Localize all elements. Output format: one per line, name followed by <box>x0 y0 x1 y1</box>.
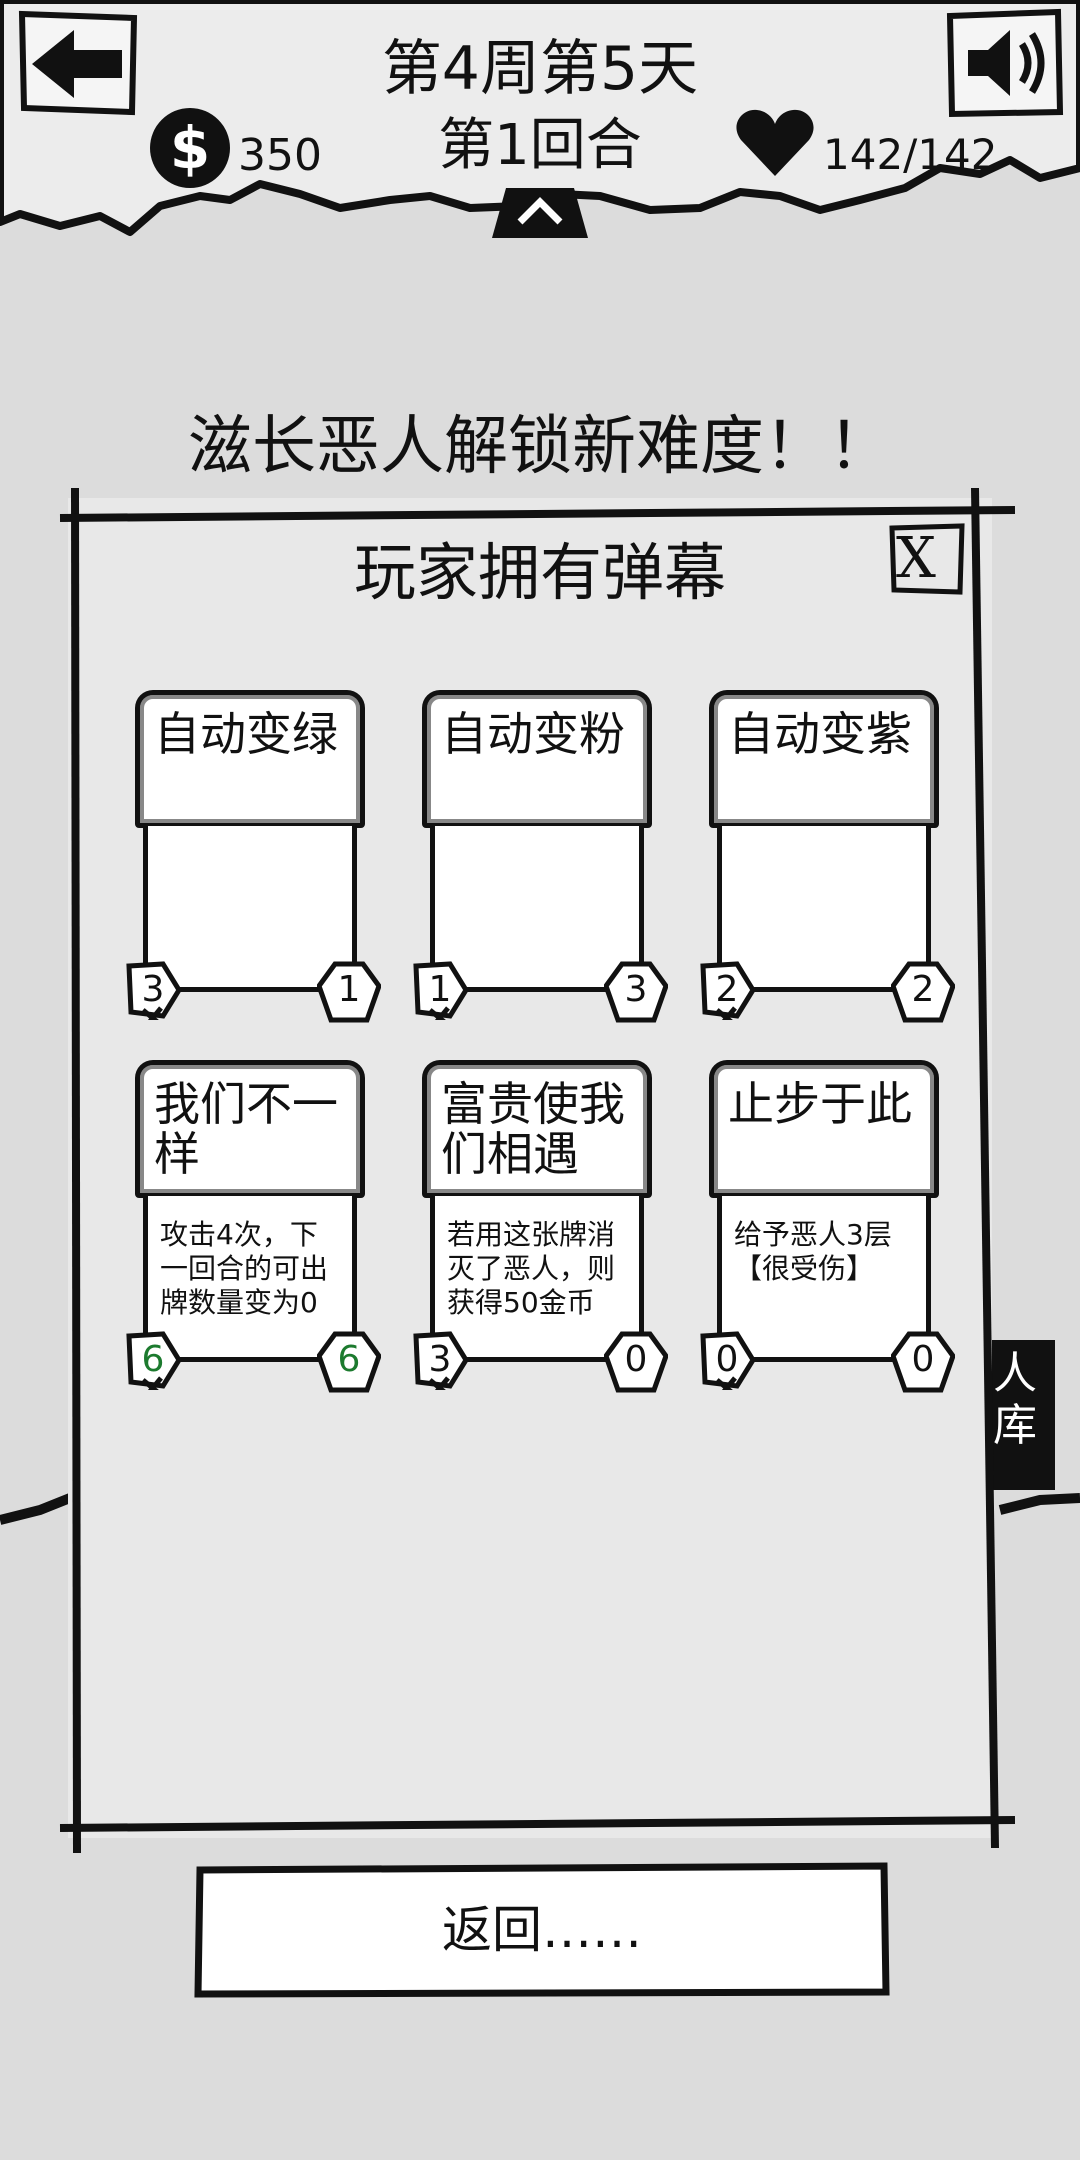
health-value: 142/142 <box>823 130 998 179</box>
card-power-badge: 3 <box>604 960 668 1024</box>
card-cost: 3 <box>428 1339 452 1380</box>
card[interactable]: 自动变紫 2 2 <box>700 690 955 1030</box>
heart-icon <box>736 109 814 176</box>
card[interactable]: 止步于此 给予恶人3层【很受伤】 0 0 <box>700 1060 955 1400</box>
power-badge-icon <box>317 1331 381 1393</box>
card-cost: 3 <box>141 969 165 1010</box>
dollar-coin-icon: $ <box>150 108 230 188</box>
card-power: 0 <box>911 1339 935 1380</box>
card-cost: 0 <box>715 1339 739 1380</box>
cost-badge-icon <box>700 961 756 1020</box>
unlock-message: 滋长恶人解锁新难度！！ <box>188 410 892 484</box>
power-badge-icon <box>891 961 955 1023</box>
panel-title: 玩家拥有弹幕 <box>353 536 726 609</box>
card-description: 若用这张牌消灭了恶人，则获得50金币 <box>430 1196 644 1362</box>
power-badge-icon <box>604 961 668 1023</box>
cost-badge-icon <box>700 1331 756 1390</box>
arrow-left-icon <box>32 30 122 98</box>
card-power: 1 <box>337 969 361 1010</box>
card-power: 2 <box>911 969 935 1010</box>
side-tab-label-1: 人 <box>993 1348 1037 1399</box>
card-title: 自动变粉 <box>422 690 652 828</box>
cost-badge-icon <box>413 961 469 1020</box>
background-terrain-line <box>0 1493 1080 1525</box>
card-power-badge: 1 <box>317 960 381 1024</box>
card-description: 攻击4次，下一回合的可出牌数量变为0 <box>143 1196 357 1362</box>
close-button[interactable]: X <box>886 522 966 596</box>
return-button[interactable]: 返回…… <box>192 1860 892 2000</box>
card-cost-badge: 0 <box>697 1330 757 1390</box>
card-title: 自动变绿 <box>135 690 365 828</box>
card-description <box>717 826 931 992</box>
card-power-badge: 0 <box>891 1330 955 1394</box>
card-cost-badge: 3 <box>410 1330 470 1390</box>
power-badge-icon <box>317 961 381 1023</box>
round-label: 第1回合 <box>438 113 642 178</box>
card-cost-badge: 6 <box>123 1330 183 1390</box>
money-value: 350 <box>238 130 322 181</box>
card-title: 止步于此 <box>709 1060 939 1198</box>
card-power: 3 <box>624 969 648 1010</box>
close-box-icon <box>889 523 965 595</box>
return-button-frame <box>194 1862 890 1998</box>
side-tab-label-2: 库 <box>993 1400 1037 1451</box>
power-badge-icon <box>604 1331 668 1393</box>
card-power: 0 <box>624 1339 648 1380</box>
card[interactable]: 我们不一样 攻击4次，下一回合的可出牌数量变为0 6 6 <box>126 1060 381 1400</box>
card-cost: 2 <box>715 969 739 1010</box>
card-description <box>143 826 357 992</box>
card-power-badge: 2 <box>891 960 955 1024</box>
card-cost: 6 <box>141 1339 165 1380</box>
card[interactable]: 自动变粉 1 3 <box>413 690 668 1030</box>
header-collapse-handle[interactable] <box>492 178 588 238</box>
return-button-label: 返回…… <box>442 1901 642 1959</box>
card-cost-badge: 1 <box>410 960 470 1020</box>
card-power: 6 <box>337 1339 361 1380</box>
close-label: X <box>896 526 936 591</box>
card-description <box>430 826 644 992</box>
back-button[interactable] <box>14 8 140 118</box>
card-power-badge: 0 <box>604 1330 668 1394</box>
card-cost-badge: 3 <box>123 960 183 1020</box>
card-description: 给予恶人3层【很受伤】 <box>717 1196 931 1362</box>
card[interactable]: 自动变绿 3 1 <box>126 690 381 1030</box>
power-badge-icon <box>891 1331 955 1393</box>
card[interactable]: 富贵使我们相遇 若用这张牌消灭了恶人，则获得50金币 3 0 <box>413 1060 668 1400</box>
card-cost: 1 <box>428 969 452 1010</box>
speaker-icon <box>968 30 1045 96</box>
card-power-badge: 6 <box>317 1330 381 1394</box>
health-display: 142/142 <box>735 108 1065 188</box>
card-cost-badge: 2 <box>697 960 757 1020</box>
week-day-label: 第4周第5天 <box>381 34 699 104</box>
side-tab[interactable]: 人 库 <box>985 1340 1055 1490</box>
money-display: $ 350 <box>150 108 400 188</box>
chevron-up-icon <box>517 197 563 225</box>
cost-badge-icon <box>413 1331 469 1390</box>
cost-badge-icon <box>126 1331 182 1390</box>
sound-toggle-button[interactable] <box>944 8 1064 118</box>
card-title: 自动变紫 <box>709 690 939 828</box>
card-title: 富贵使我们相遇 <box>422 1060 652 1198</box>
card-title: 我们不一样 <box>135 1060 365 1198</box>
cost-badge-icon <box>126 961 182 1020</box>
